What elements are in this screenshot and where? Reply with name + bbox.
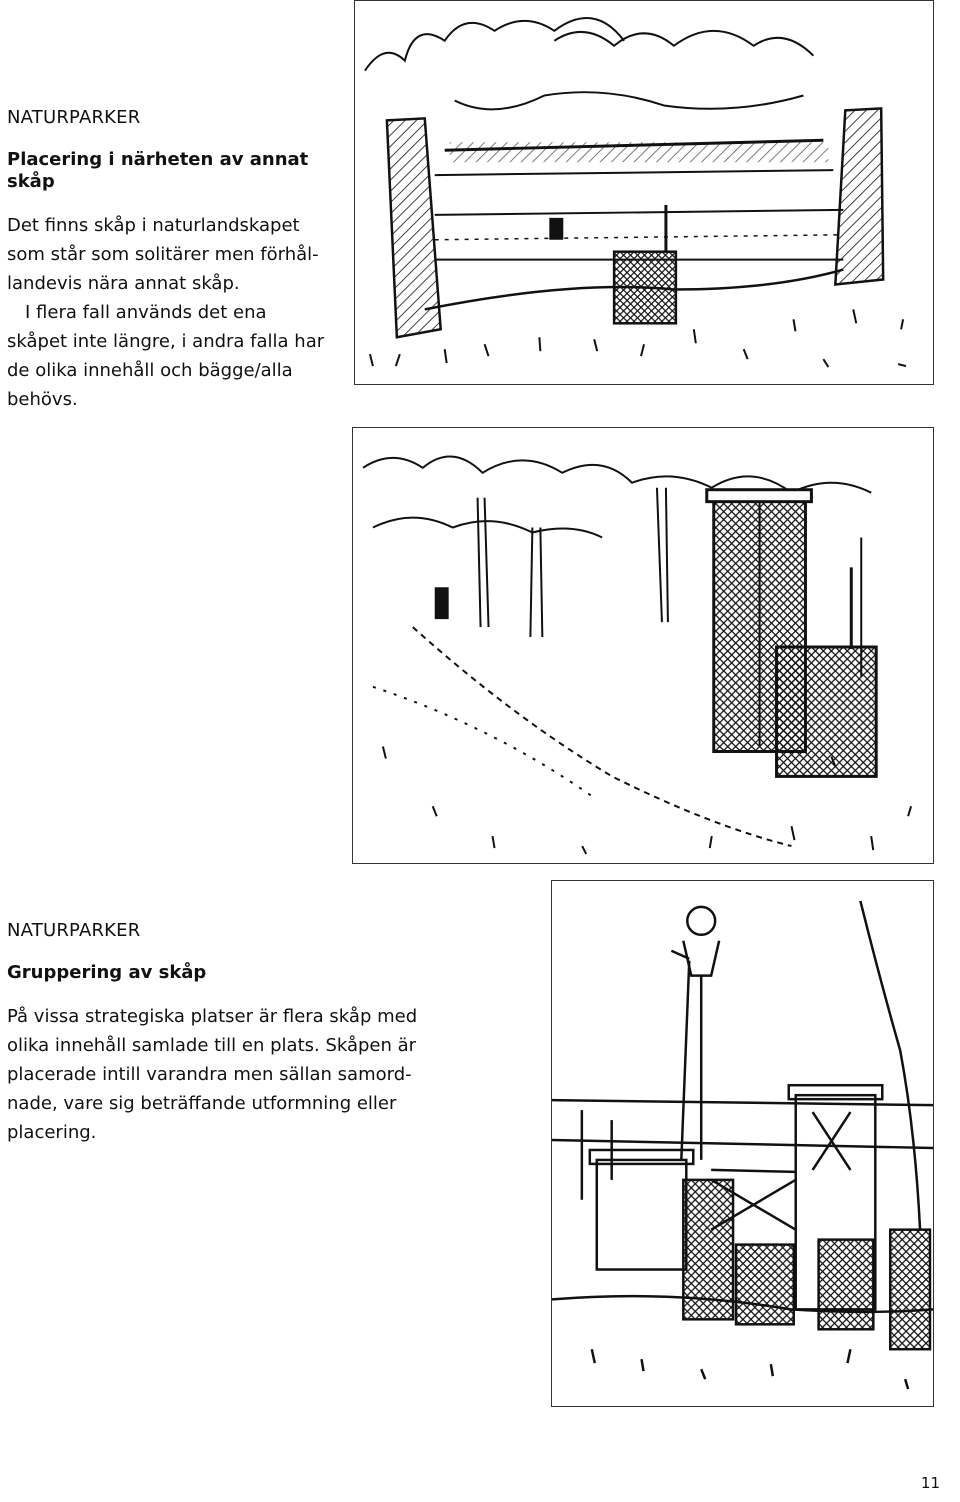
section2-heading: NATURPARKER bbox=[7, 920, 141, 941]
para-line: behövs. bbox=[7, 389, 78, 410]
section1-text: NATURPARKER Placering i närheten av anna… bbox=[7, 107, 347, 414]
para-line: nade, vare sig beträffande utformning el… bbox=[7, 1093, 397, 1114]
para-line: placering. bbox=[7, 1122, 97, 1143]
section1-subheading: Placering i närheten av annat skåp bbox=[7, 149, 309, 192]
para-line: som står som solitärer men förhål- bbox=[7, 244, 319, 265]
section2-subheading: Gruppering av skåp bbox=[7, 962, 207, 983]
para-line: I flera fall används det ena bbox=[25, 302, 267, 323]
sketch-lamp-grouped-cabinets bbox=[551, 880, 934, 1407]
para-line: Det finns skåp i naturlandskapet bbox=[7, 215, 300, 236]
para-line: de olika innehåll och bägge/alla bbox=[7, 360, 293, 381]
section2-paragraph: På vissa strategiska platser är flera sk… bbox=[7, 1002, 447, 1147]
sketch-park-cabinet-1 bbox=[354, 0, 934, 385]
section1-heading: NATURPARKER bbox=[7, 107, 141, 128]
page-number: 11 bbox=[920, 1474, 940, 1492]
section1-paragraph1: Det finns skåp i naturlandskapet som stå… bbox=[7, 211, 347, 298]
para-line: På vissa strategiska platser är flera sk… bbox=[7, 1006, 418, 1027]
para-line: olika innehåll samlade till en plats. Sk… bbox=[7, 1035, 417, 1056]
para-line: skåpet inte längre, i andra falla har bbox=[7, 331, 325, 352]
para-line: placerade intill varandra men sällan sam… bbox=[7, 1064, 412, 1085]
section1-paragraph2: I flera fall används det ena skåpet inte… bbox=[7, 298, 347, 414]
para-line: landevis nära annat skåp. bbox=[7, 273, 240, 294]
section2-text: NATURPARKER Gruppering av skåp På vissa … bbox=[7, 920, 447, 1147]
sketch-park-cabinet-2 bbox=[352, 427, 934, 864]
